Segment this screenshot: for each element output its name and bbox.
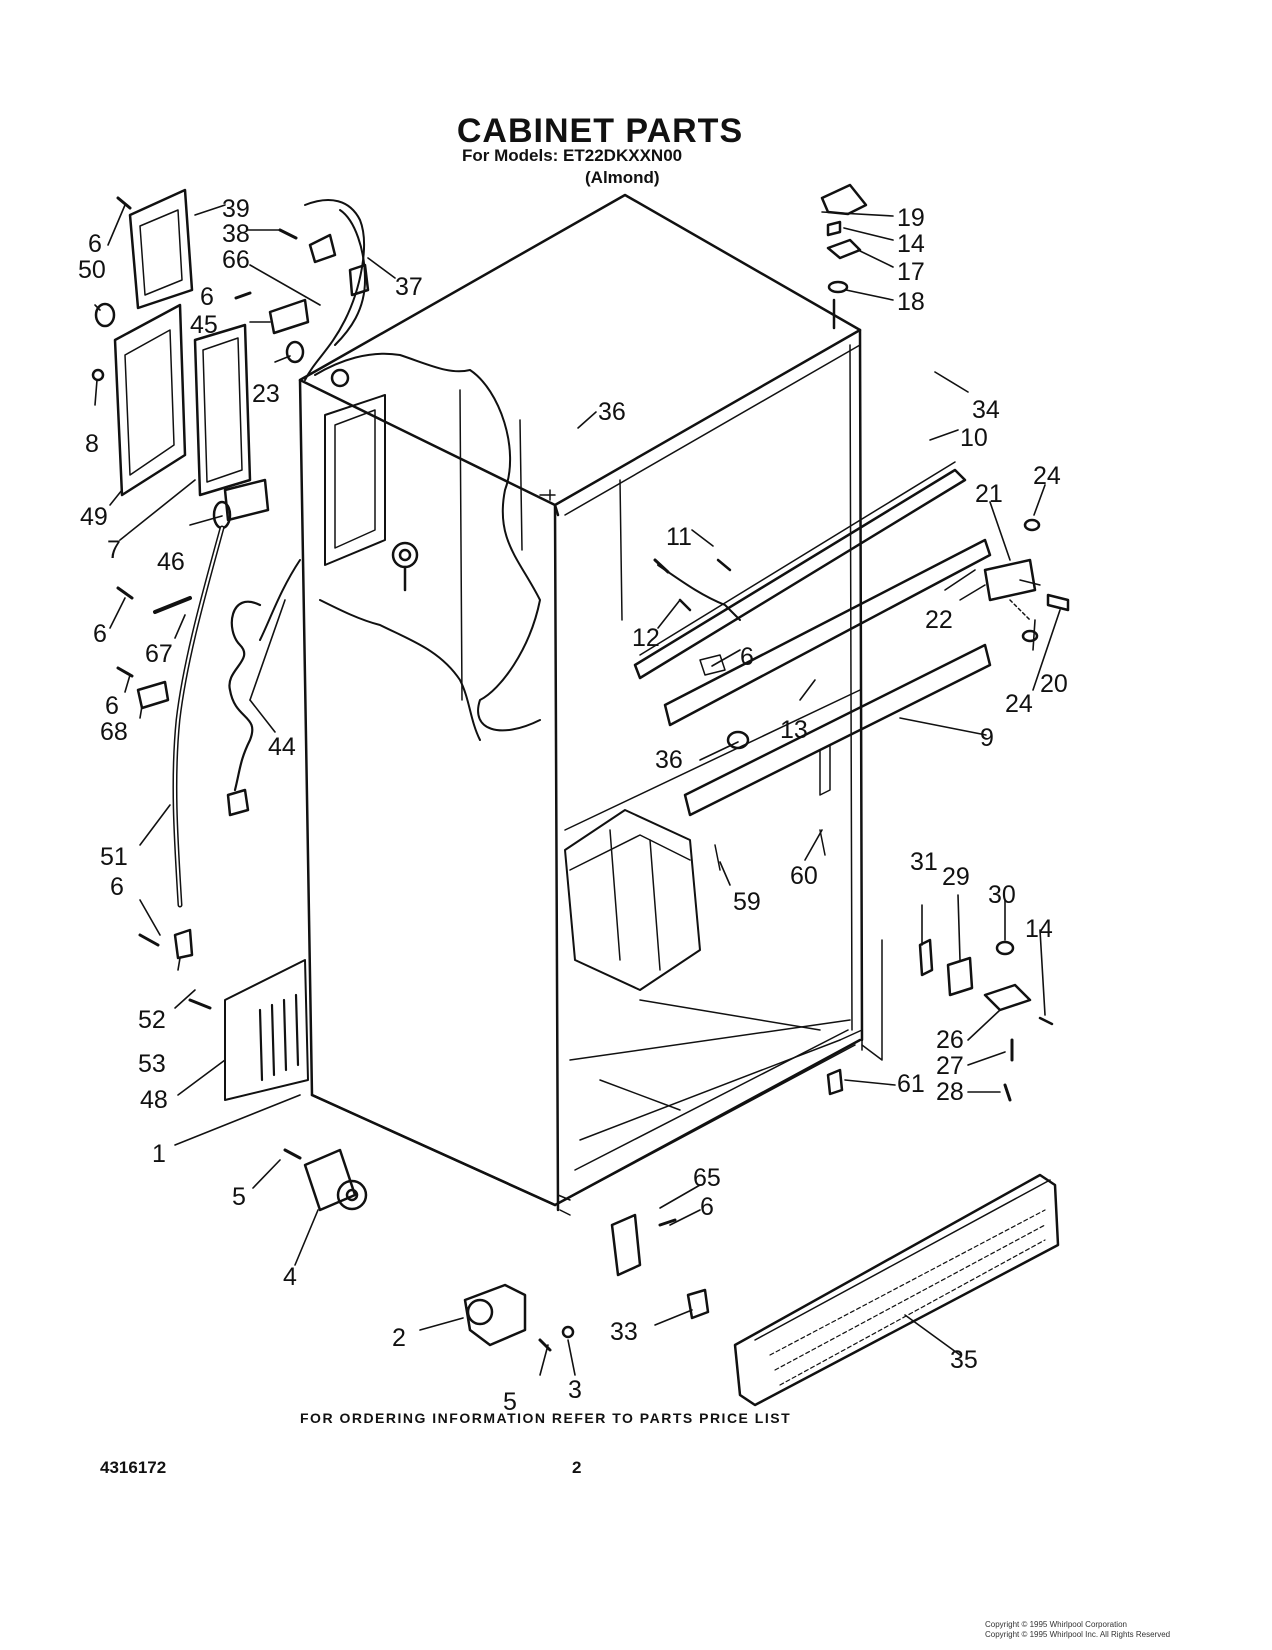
label-33: 33 bbox=[610, 1318, 638, 1346]
label-5-roller: 5 bbox=[232, 1183, 246, 1211]
label-23: 23 bbox=[252, 380, 280, 408]
label-6-tube: 6 bbox=[110, 873, 124, 901]
models-line: For Models: ET22DKXXN00 bbox=[462, 146, 683, 165]
label-29: 29 bbox=[942, 863, 970, 891]
label-51: 51 bbox=[100, 843, 128, 871]
label-2: 2 bbox=[392, 1324, 406, 1352]
page-title: CABINET PARTS bbox=[456, 112, 744, 150]
label-36-bottom: 36 bbox=[655, 746, 683, 774]
label-1: 1 bbox=[152, 1140, 166, 1168]
copyright-line-1: Copyright © 1995 Whirlpool Corporation bbox=[985, 1620, 1127, 1629]
copyright-notice: Copyright © 1995 Whirlpool Corporation C… bbox=[985, 1620, 1170, 1640]
label-10: 10 bbox=[960, 424, 988, 452]
shelf-rails bbox=[633, 461, 992, 871]
label-6-relay: 6 bbox=[200, 283, 214, 311]
label-68: 68 bbox=[100, 718, 128, 746]
label-14-lower: 14 bbox=[1025, 915, 1053, 943]
label-14: 14 bbox=[897, 230, 925, 258]
label-4: 4 bbox=[283, 1263, 297, 1291]
label-65: 65 bbox=[693, 1164, 721, 1192]
label-48: 48 bbox=[140, 1086, 168, 1114]
label-6-rail: 6 bbox=[740, 643, 754, 671]
label-28: 28 bbox=[936, 1078, 964, 1106]
part-labels: 19 14 17 18 34 10 36 24 21 11 22 12 6 20… bbox=[78, 195, 1068, 1416]
label-7: 7 bbox=[107, 536, 121, 564]
label-30: 30 bbox=[988, 881, 1016, 909]
wire-harness bbox=[653, 558, 741, 621]
label-50: 50 bbox=[78, 256, 106, 284]
label-9: 9 bbox=[980, 724, 994, 752]
label-6-top: 6 bbox=[88, 230, 102, 258]
ordering-note: FOR ORDERING INFORMATION REFER TO PARTS … bbox=[300, 1410, 792, 1426]
label-31: 31 bbox=[910, 848, 938, 876]
label-46: 46 bbox=[157, 548, 185, 576]
document-number: 4316172 bbox=[100, 1458, 167, 1477]
leader-lines bbox=[94, 204, 1061, 1376]
right-hinge-assembly bbox=[959, 518, 1070, 643]
color-line: (Almond) bbox=[585, 168, 660, 187]
label-45: 45 bbox=[190, 311, 218, 339]
label-24-top: 24 bbox=[1033, 462, 1061, 490]
label-37: 37 bbox=[395, 273, 423, 301]
label-6-clip: 6 bbox=[105, 692, 119, 720]
label-59: 59 bbox=[733, 888, 761, 916]
label-3: 3 bbox=[568, 1376, 582, 1404]
label-18: 18 bbox=[897, 288, 925, 316]
label-6-bracket: 6 bbox=[93, 620, 107, 648]
cabinet-body bbox=[298, 193, 864, 1216]
label-39: 39 bbox=[222, 195, 250, 223]
label-13: 13 bbox=[780, 716, 808, 744]
label-24-bottom: 24 bbox=[1005, 690, 1033, 718]
label-52: 52 bbox=[138, 1006, 166, 1034]
label-27: 27 bbox=[936, 1052, 964, 1080]
label-53: 53 bbox=[138, 1050, 166, 1078]
label-60: 60 bbox=[790, 862, 818, 890]
label-36-top: 36 bbox=[598, 398, 626, 426]
lower-right-hinge bbox=[861, 938, 1054, 1102]
left-components bbox=[91, 188, 370, 1160]
copyright-line-2: Copyright © 1995 Whirlpool Inc. All Righ… bbox=[985, 1630, 1171, 1639]
label-26: 26 bbox=[936, 1026, 964, 1054]
label-61: 61 bbox=[897, 1070, 925, 1098]
label-8: 8 bbox=[85, 430, 99, 458]
page-number: 2 bbox=[572, 1458, 582, 1477]
label-49: 49 bbox=[80, 503, 108, 531]
label-22: 22 bbox=[925, 606, 953, 634]
label-11: 11 bbox=[666, 523, 692, 551]
label-5-bottom: 5 bbox=[503, 1388, 517, 1416]
label-38: 38 bbox=[222, 220, 250, 248]
label-35: 35 bbox=[950, 1346, 978, 1374]
label-44: 44 bbox=[268, 733, 296, 761]
label-12: 12 bbox=[632, 624, 660, 652]
top-hinge-parts bbox=[820, 183, 868, 330]
label-19: 19 bbox=[897, 204, 925, 232]
label-67: 67 bbox=[145, 640, 173, 668]
label-6-hinge: 6 bbox=[700, 1193, 714, 1221]
label-34: 34 bbox=[972, 396, 1000, 424]
label-20: 20 bbox=[1040, 670, 1068, 698]
label-66: 66 bbox=[222, 246, 250, 274]
label-21: 21 bbox=[975, 480, 1003, 508]
label-17: 17 bbox=[897, 258, 925, 286]
